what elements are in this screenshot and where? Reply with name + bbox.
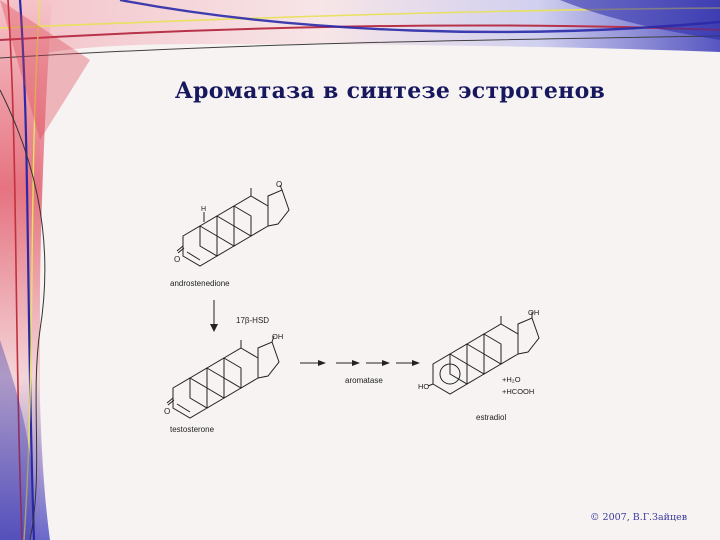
hsd-arrowhead bbox=[210, 324, 218, 332]
copyright-footer: © 2007, В.Г.Зайцев bbox=[590, 512, 688, 523]
androstenedione-o-keto: O bbox=[276, 180, 282, 189]
slide-title: Ароматаза в синтезе эстрогенов bbox=[174, 78, 606, 104]
estradiol-oh: OH bbox=[528, 308, 539, 317]
byproduct-water: +H₂O bbox=[502, 375, 521, 384]
testosterone-o-ring-a: O bbox=[164, 407, 170, 416]
byproduct-formate: +HCOOH bbox=[502, 387, 534, 396]
testosterone-structure bbox=[166, 335, 280, 419]
estradiol-structure bbox=[427, 312, 540, 395]
androstenedione-h-mark: H bbox=[201, 206, 206, 213]
hsd-enzyme-label: 17β-HSD bbox=[236, 316, 269, 325]
estradiol-label: estradiol bbox=[476, 413, 506, 422]
aromatase-enzyme-label: aromatase bbox=[345, 376, 383, 385]
androstenedione-label: androstenedione bbox=[170, 279, 230, 288]
androstenedione-o-ring-a: O bbox=[174, 255, 180, 264]
androstenedione-structure bbox=[176, 184, 290, 267]
testosterone-oh: OH bbox=[272, 332, 283, 341]
estradiol-ho: HO bbox=[418, 382, 429, 391]
testosterone-label: testosterone bbox=[170, 425, 215, 434]
